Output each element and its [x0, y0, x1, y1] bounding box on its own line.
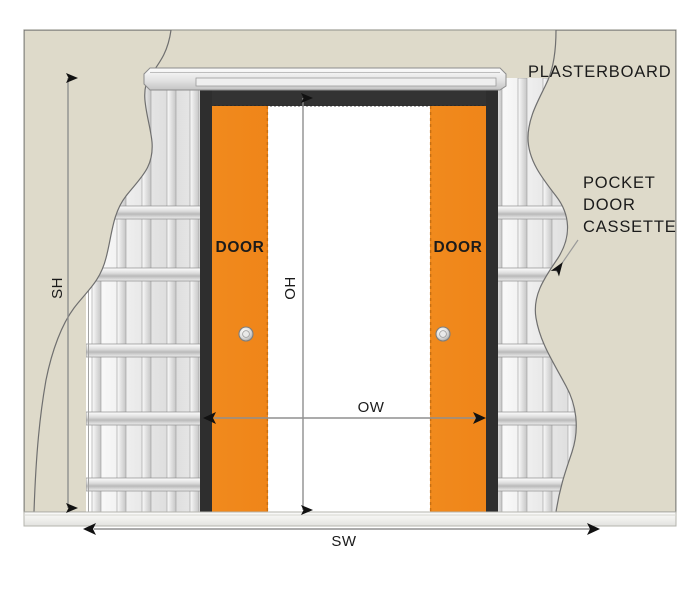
- plasterboard-cutaway-overlay: [24, 30, 676, 512]
- sw-label: SW: [331, 533, 357, 550]
- dimension-opening-height: OH: [282, 93, 313, 515]
- cassette-label-line-3: CASSETTE: [583, 218, 677, 236]
- plasterboard-label: PLASTERBOARD: [528, 63, 671, 81]
- dimension-opening-width: OW: [203, 399, 486, 424]
- left-door-handle-inner: [242, 330, 250, 338]
- floor-surface: [23, 511, 677, 527]
- left-door-leaf[interactable]: DOOR: [212, 106, 269, 512]
- left-door-panel[interactable]: [212, 106, 268, 512]
- right-door-leaf[interactable]: DOOR: [429, 106, 486, 512]
- oh-label: OH: [282, 276, 299, 300]
- right-jamb: [486, 84, 498, 512]
- ow-label: OW: [358, 399, 385, 416]
- cassette-label-line-2: DOOR: [583, 196, 636, 214]
- cassette-leader-line: [550, 239, 579, 277]
- pocket-door-cassette-annotation: POCKET DOOR CASSETTE: [550, 174, 677, 277]
- right-plasterboard-cutaway: [527, 30, 676, 512]
- left-door-label: DOOR: [216, 239, 265, 256]
- floor-band: [23, 511, 677, 527]
- cassette-label-line-1: POCKET: [583, 174, 656, 192]
- dimension-structural-width: SW: [83, 523, 600, 550]
- left-vertical-studs: [91, 78, 200, 512]
- right-door-panel[interactable]: [430, 106, 486, 512]
- head-track-rail: [195, 77, 497, 87]
- dimension-structural-height: SH: [49, 73, 78, 513]
- right-door-label: DOOR: [434, 239, 483, 256]
- head-track-assembly: [143, 67, 507, 91]
- left-horizontal-rails: [86, 205, 208, 492]
- sh-label: SH: [49, 277, 66, 299]
- left-jamb: [200, 84, 212, 512]
- right-door-handle-inner: [439, 330, 447, 338]
